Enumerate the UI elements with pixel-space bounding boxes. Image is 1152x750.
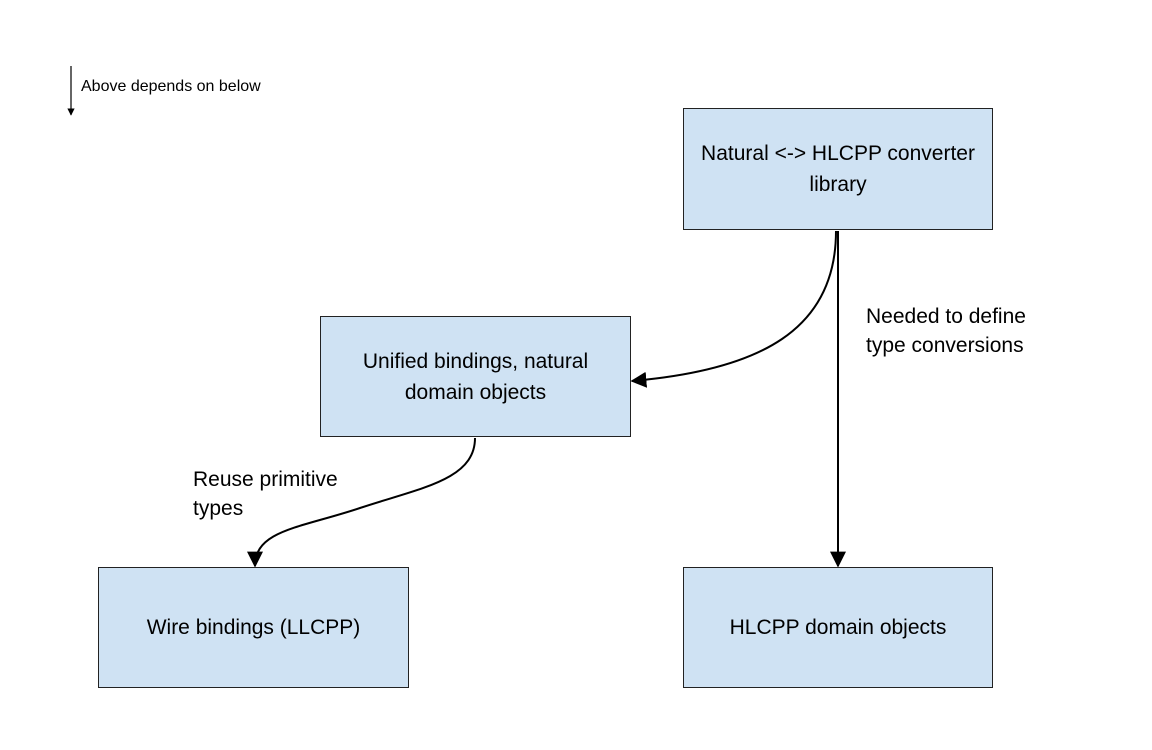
edge-label-needed-line-2: type conversions <box>866 334 1024 357</box>
edge-unified-to-wire <box>247 437 476 568</box>
edge-converter-to-unified <box>630 230 837 388</box>
edge-label-reuse: Reuse primitive types <box>193 465 338 523</box>
node-converter-label: Natural <-> HLCPP converter library <box>701 142 975 196</box>
node-hlcpp-label: HLCPP domain objects <box>729 616 947 639</box>
node-converter-library[interactable]: Natural <-> HLCPP converter library <box>683 108 993 230</box>
node-unified-label: Unified bindings, natural domain objects <box>362 349 589 404</box>
edge-label-needed: Needed to define type conversions <box>866 302 1026 360</box>
node-unified-bindings[interactable]: Unified bindings, natural domain objects <box>320 316 631 437</box>
legend-label: Above depends on below <box>81 78 261 95</box>
edge-label-reuse-line-1: Reuse primitive <box>193 468 338 491</box>
edge-label-needed-line-1: Needed to define <box>866 305 1026 328</box>
node-wire-label: Wire bindings (LLCPP) <box>146 616 361 639</box>
node-hlcpp-domain-objects[interactable]: HLCPP domain objects <box>683 567 993 688</box>
edge-label-reuse-line-2: types <box>193 497 244 520</box>
node-wire-bindings[interactable]: Wire bindings (LLCPP) <box>98 567 409 688</box>
